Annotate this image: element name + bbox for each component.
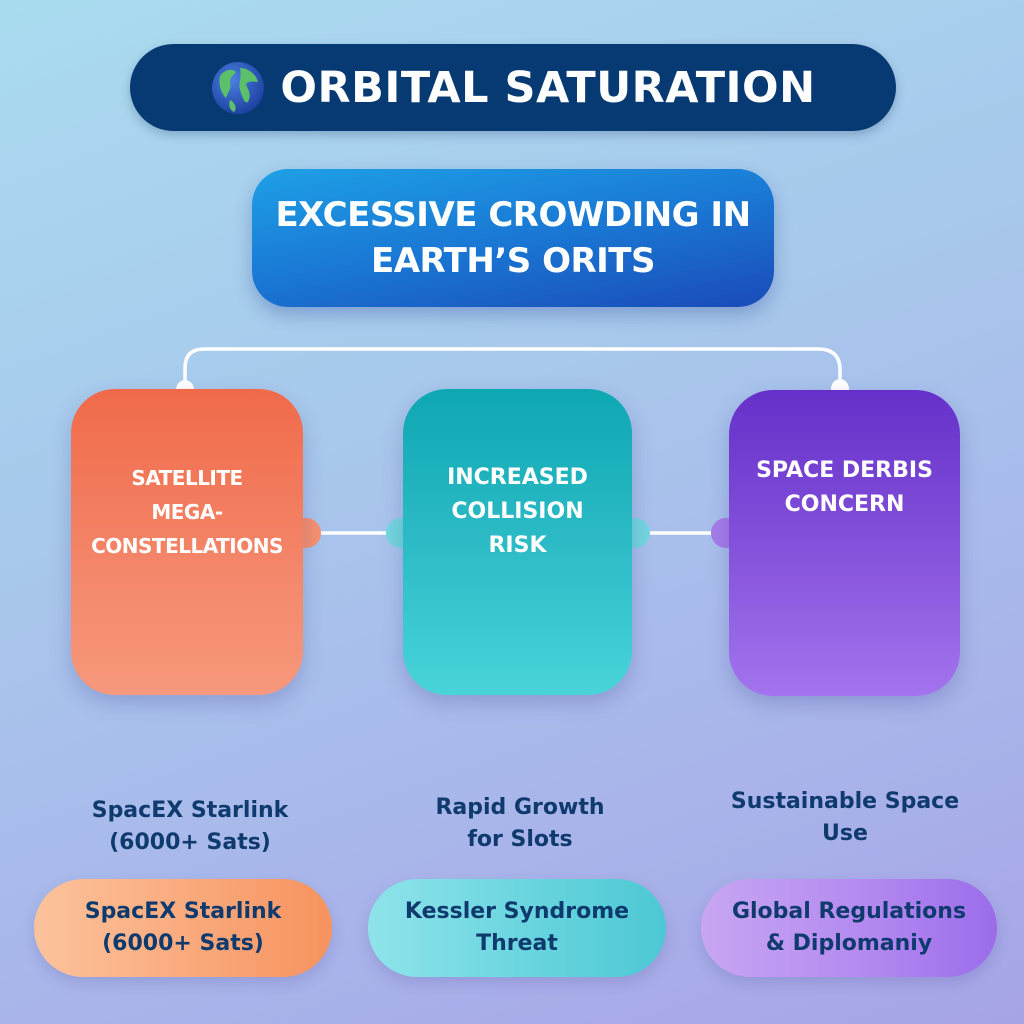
sub-label-line: Sustainable Space [730,789,960,814]
pill-line: Threat [476,931,558,956]
pill-line: & Diplomaniy [765,931,933,956]
card-line: SATELLITE [131,466,243,490]
sub-label-line: Use [822,821,868,846]
sub-label-line: Rapid Growth [435,795,605,820]
card-line: INCREASED [447,465,588,490]
pill-global-regulations: Global Regulations & Diplomaniy [701,879,997,977]
sub-label-sustainable-space: Sustainable Space Use [720,786,970,850]
card-line: SPACE DERBIS [756,458,933,483]
card-text: INCREASED COLLISION RISK [447,461,588,563]
card-line: MEGA-CONSTELLATIONS [91,500,283,558]
card-text: SPACE DERBIS CONCERN [756,454,933,522]
main-node-text: EXCESSIVE CROWDING IN EARTH’S ORITS [275,192,751,284]
pill-text: Global Regulations & Diplomaniy [732,896,966,960]
pill-line: SpacEX Starlink [84,899,282,924]
pill-text: SpacEX Starlink (6000+ Sats) [85,896,282,960]
sub-label-line: (6000+ Sats) [109,830,271,855]
main-node: EXCESSIVE CROWDING IN EARTH’S ORITS [252,169,774,307]
sub-label-line: for Slots [467,827,573,852]
title-banner: ORBITAL SATURATION [130,44,896,131]
main-node-line-2: EARTH’S ORITS [370,241,656,281]
card-satellite-mega-constellations: SATELLITE MEGA-CONSTELLATIONS [71,389,303,695]
page-title: ORBITAL SATURATION [280,62,816,113]
pill-text: Kessler Syndrome Threat [405,896,629,960]
pill-line: Global Regulations [731,899,967,924]
card-line: CONCERN [784,492,905,517]
pill-line: Kessler Syndrome [404,899,630,924]
sub-label-line: SpacEX Starlink [91,798,289,823]
card-line: RISK [488,533,547,558]
card-line: COLLISION [451,499,584,524]
main-node-line-1: EXCESSIVE CROWDING IN [275,195,751,235]
card-text: SATELLITE MEGA-CONSTELLATIONS [71,461,303,563]
sub-label-rapid-growth: Rapid Growth for Slots [400,792,640,856]
card-increased-collision-risk: INCREASED COLLISION RISK [403,389,632,695]
card-space-debris-concern: SPACE DERBIS CONCERN [729,390,960,696]
sub-label-starlink: SpacEX Starlink (6000+ Sats) [70,795,310,859]
pill-line: (6000+ Sats) [102,931,264,956]
pill-kessler-syndrome: Kessler Syndrome Threat [368,879,666,977]
globe-icon [212,61,265,114]
pill-starlink: SpacEX Starlink (6000+ Sats) [34,879,332,977]
